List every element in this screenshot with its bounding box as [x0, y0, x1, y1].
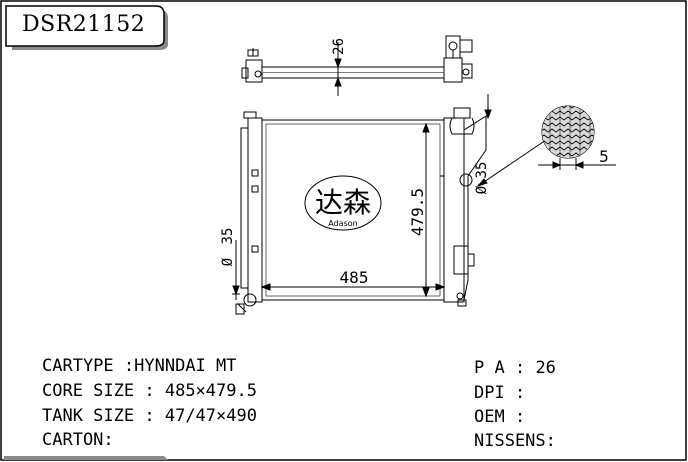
outlet-diameter-symbol: Ø — [474, 185, 490, 194]
spec-core-size-sep: : — [134, 381, 165, 401]
spec-tank-size: TANK SIZE : 47/47×490 — [42, 406, 257, 426]
spec-pa-value: 26 — [535, 358, 556, 378]
spec-tank-size-sep: : — [134, 406, 165, 426]
fin-detail — [538, 105, 616, 170]
spec-carton-sep: : — [103, 430, 114, 450]
spec-cartype: CARTYPE :HYNNDAI MT — [42, 356, 237, 376]
fin-pitch-label: 5 — [599, 147, 609, 166]
spec-tank-size-label: TANK SIZE — [42, 406, 135, 426]
spec-oem: OEM : — [474, 407, 535, 427]
part-number: DSR21152 — [22, 12, 146, 37]
core-width-dimension — [260, 283, 446, 291]
tank-height-label: 26 — [331, 38, 347, 55]
inlet-dimension — [232, 240, 240, 300]
core-width-label: 485 — [340, 268, 369, 287]
spec-carton-label: CARTON — [42, 430, 104, 450]
spec-pa: P A : 26 — [474, 358, 556, 378]
spec-nissens-label: NISSENS — [474, 431, 546, 451]
spec-oem-sep: : — [504, 407, 536, 427]
core-height-label: 479.5 — [408, 188, 427, 236]
outlet-dimension — [476, 139, 547, 188]
top-view — [241, 35, 473, 83]
spec-nissens: NISSENS: — [474, 431, 556, 451]
logo-chinese-text: 达森 — [315, 186, 371, 219]
spec-cartype-sep: : — [113, 356, 135, 376]
right-reference-line — [484, 94, 492, 120]
front-view — [235, 107, 487, 315]
spec-cartype-value: HYNNDAI MT — [134, 356, 237, 376]
spec-pa-label: P A — [474, 358, 505, 378]
spec-dpi-sep: : — [504, 383, 536, 403]
tank-height-dimension — [334, 42, 342, 96]
inlet-diameter-label: 35 — [220, 228, 236, 245]
bottom-tab-shadow — [4, 456, 168, 460]
spec-pa-sep: : — [504, 358, 536, 378]
part-tab — [5, 5, 165, 47]
spec-cartype-label: CARTYPE — [42, 356, 114, 376]
spec-tank-size-value: 47/47×490 — [164, 406, 257, 426]
spec-dpi-label: DPI — [474, 383, 505, 403]
spec-core-size-value: 485×479.5 — [164, 381, 257, 401]
spec-nissens-sep: : — [545, 431, 556, 451]
spec-core-size-label: CORE SIZE — [42, 381, 135, 401]
spec-dpi: DPI : — [474, 383, 535, 403]
outlet-diameter-label: 35 — [474, 162, 490, 179]
spec-carton: CARTON: — [42, 430, 114, 450]
inlet-diameter-symbol: Ø — [220, 257, 236, 266]
logo-latin-text: Adason — [328, 219, 357, 228]
spec-oem-label: OEM — [474, 407, 505, 427]
core-height-dimension — [422, 122, 430, 298]
company-logo: 达森 Adason — [304, 175, 382, 231]
spec-core-size: CORE SIZE : 485×479.5 — [42, 381, 257, 401]
